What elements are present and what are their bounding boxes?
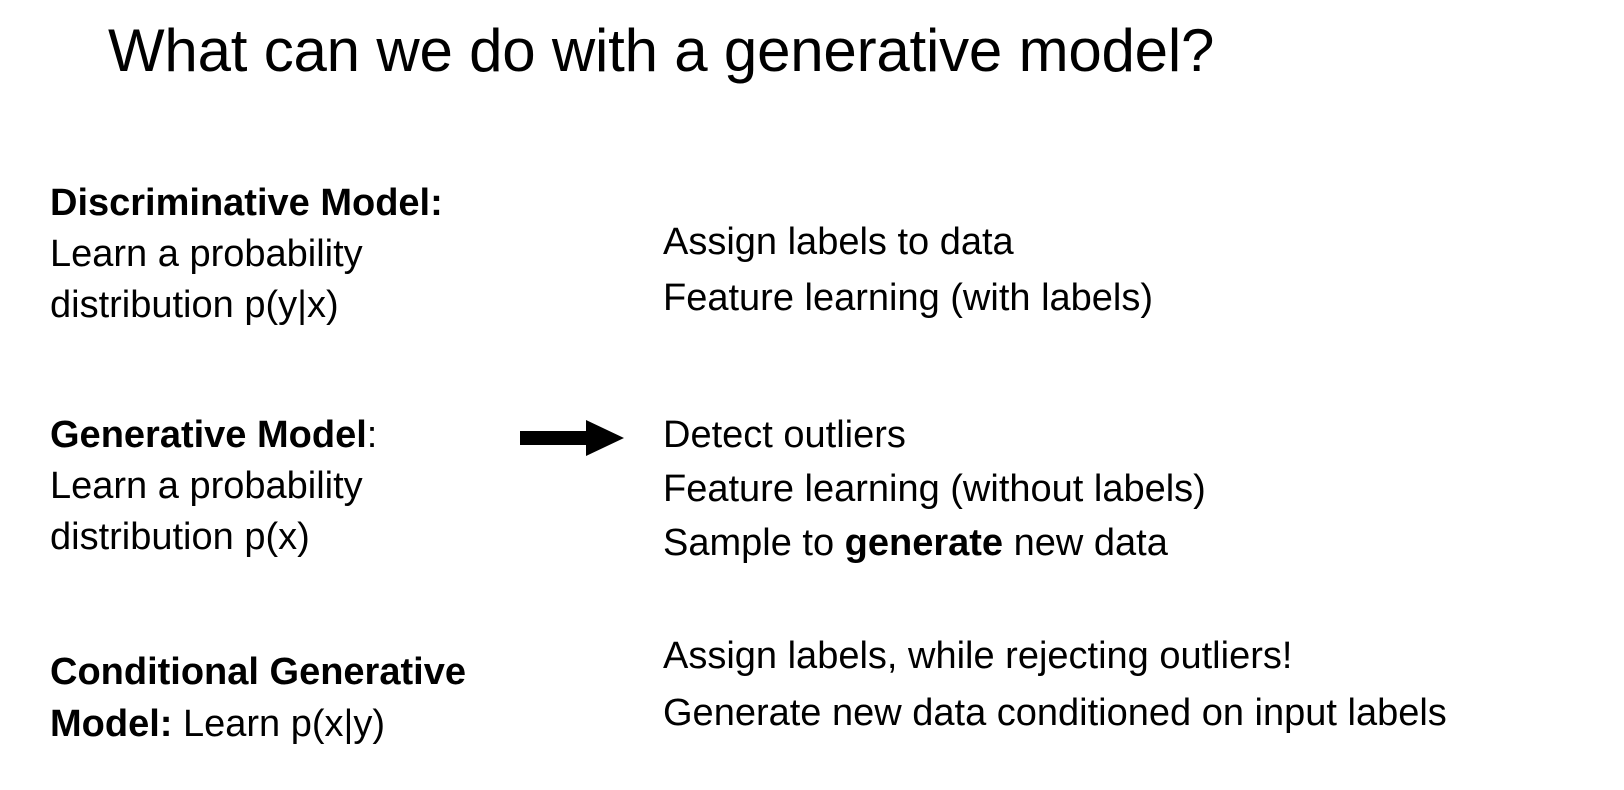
conditional-generative-learn-text: Learn p(x|y) xyxy=(172,703,386,745)
discriminative-outcomes: Assign labels to data Feature learning (… xyxy=(663,214,1613,326)
right-arrow-icon xyxy=(520,416,630,460)
discriminative-heading: Discriminative Model: xyxy=(50,182,443,224)
generative-heading: Generative Model: xyxy=(50,410,520,461)
generative-outcome-1: Detect outliers xyxy=(663,414,906,456)
discriminative-outcome-1: Assign labels to data xyxy=(663,221,1014,263)
conditional-generative-outcome-2: Generate new data conditioned on input l… xyxy=(663,692,1447,734)
conditional-generative-definition: Conditional Generative Model: Learn p(x|… xyxy=(50,646,550,750)
generative-definition: Generative Model: Learn a probability di… xyxy=(50,410,520,563)
generative-body-line-2: distribution p(x) xyxy=(50,516,310,558)
generative-outcome-3-emphasis: generate xyxy=(844,522,1004,564)
page-title: What can we do with a generative model? xyxy=(108,17,1215,84)
discriminative-outcome-2: Feature learning (with labels) xyxy=(663,277,1154,319)
generative-heading-text: Generative Model xyxy=(50,414,367,456)
generative-heading-colon: : xyxy=(366,414,378,456)
conditional-generative-heading-model: Model: xyxy=(50,703,173,745)
generative-outcome-3-prefix: Sample to xyxy=(663,522,845,564)
generative-body-line-1: Learn a probability xyxy=(50,465,363,507)
generative-outcomes: Detect outliers Feature learning (withou… xyxy=(663,408,1613,570)
conditional-generative-outcomes: Assign labels, while rejecting outliers!… xyxy=(663,628,1613,742)
discriminative-body-line-2: distribution p(y|x) xyxy=(50,284,339,326)
generative-outcome-3-suffix: new data xyxy=(1003,522,1168,564)
generative-outcome-2: Feature learning (without labels) xyxy=(663,468,1206,510)
conditional-generative-heading-line-1: Conditional Generative xyxy=(50,651,466,693)
conditional-generative-heading-line-2: Model: Learn p(x|y) xyxy=(50,698,550,750)
discriminative-body-line-1: Learn a probability xyxy=(50,233,363,275)
generative-outcome-3: Sample to generate new data xyxy=(663,516,1613,570)
discriminative-definition: Discriminative Model: Learn a probabilit… xyxy=(50,178,520,331)
conditional-generative-outcome-1: Assign labels, while rejecting outliers! xyxy=(663,635,1293,677)
